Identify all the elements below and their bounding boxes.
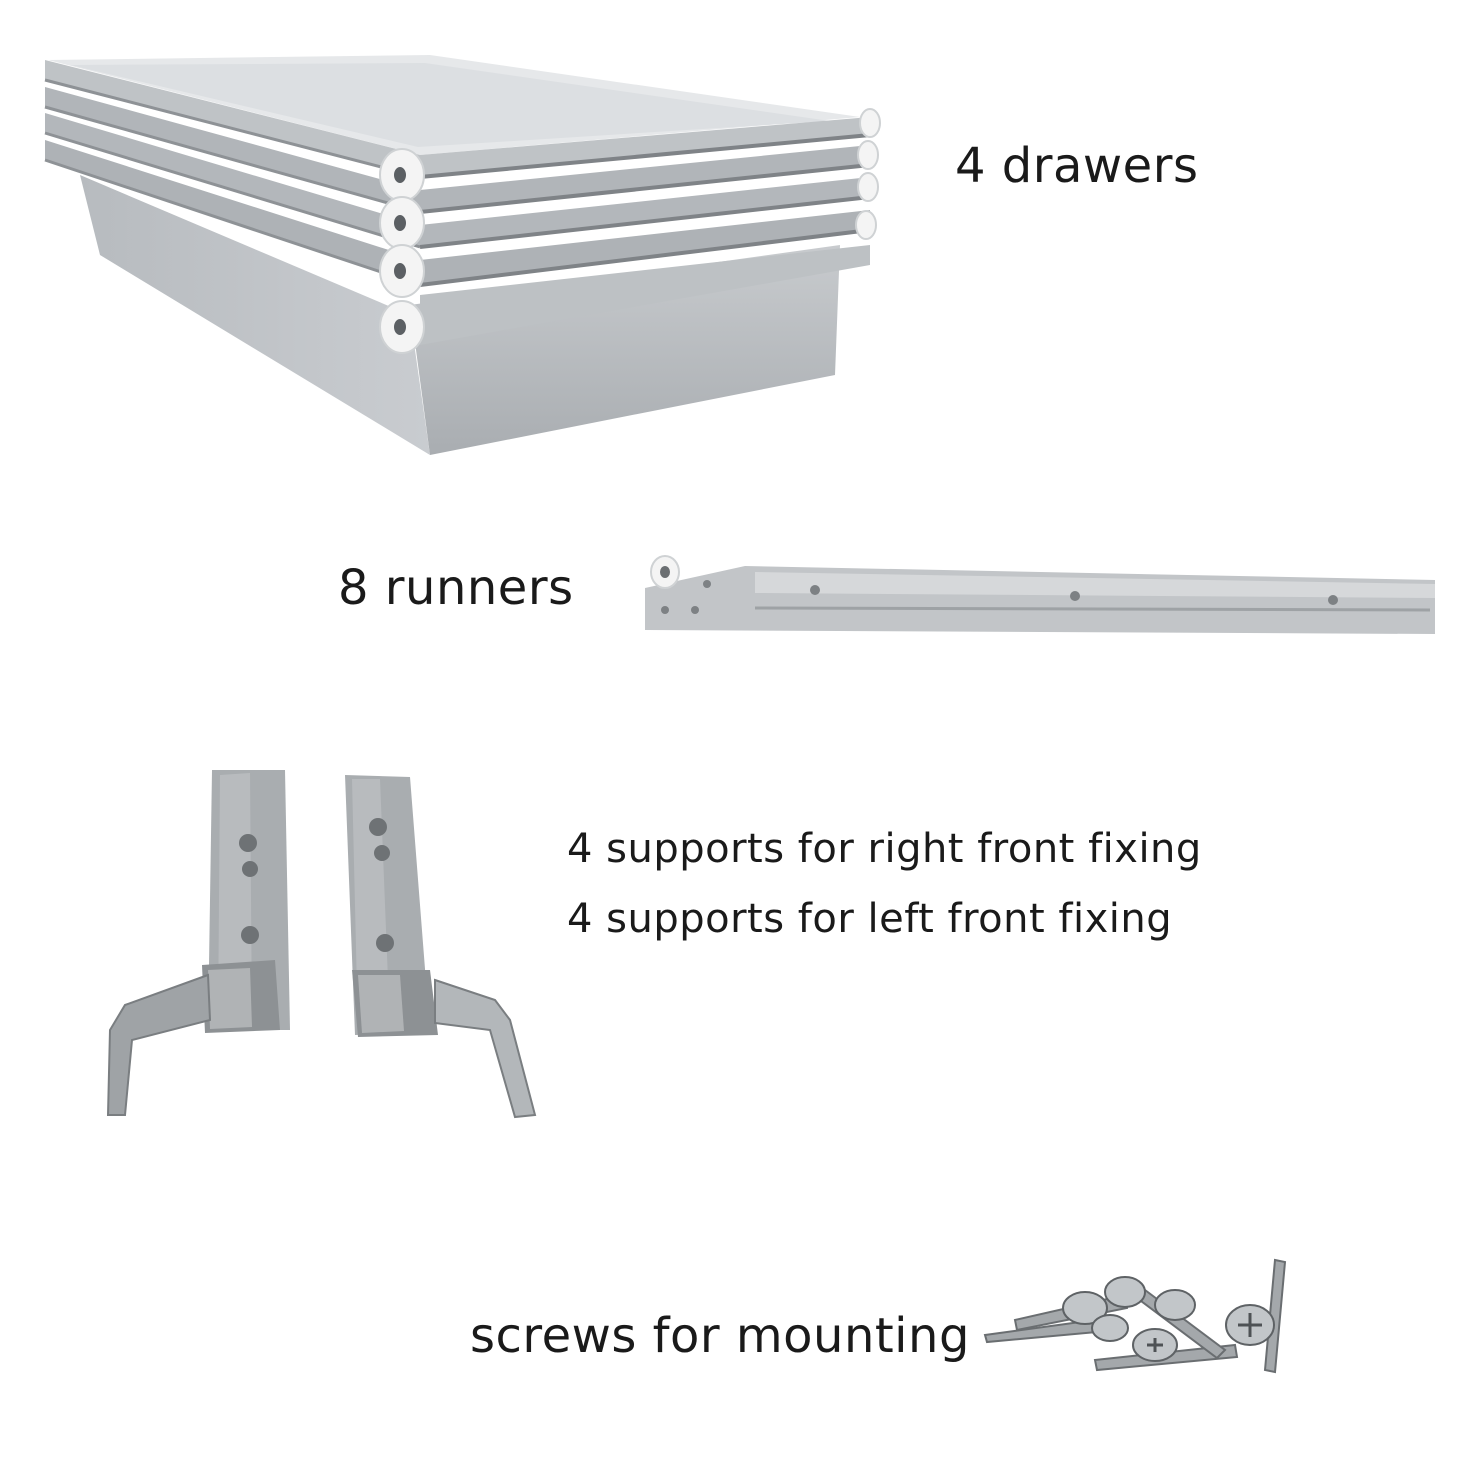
screws-label: screws for mounting — [470, 1308, 970, 1364]
runners-label: 8 runners — [338, 560, 574, 616]
drawers-label: 4 drawers — [955, 138, 1199, 194]
front-fixing-supports-illustration — [106, 770, 537, 1119]
left-support-label: 4 supports for left front fixing — [567, 896, 1173, 942]
screw-pile-illustration — [983, 1258, 1287, 1374]
runner-rail-illustration — [645, 555, 1435, 634]
right-support-label: 4 supports for right front fixing — [567, 826, 1202, 872]
stacked-drawers-illustration — [44, 55, 881, 455]
